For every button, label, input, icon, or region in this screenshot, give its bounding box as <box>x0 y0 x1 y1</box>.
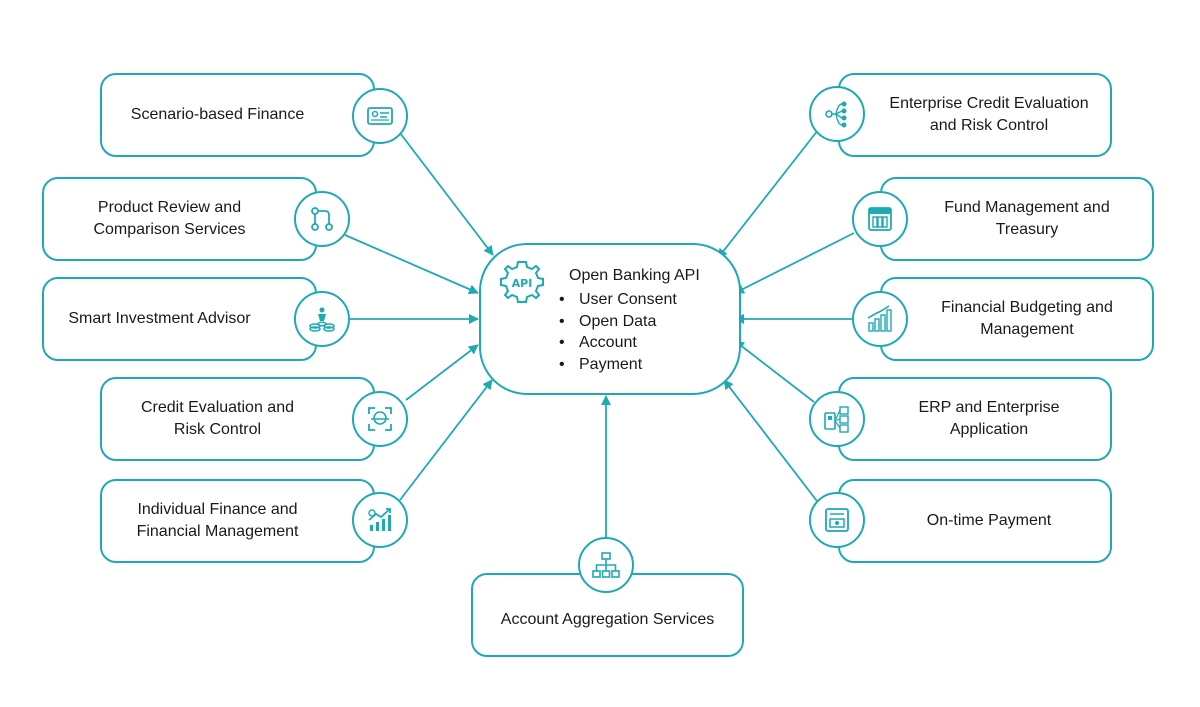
hierarchy-icon <box>578 537 634 593</box>
id-card-icon <box>352 88 408 144</box>
arrow-ontime-payment <box>723 379 821 506</box>
node-tree-icon <box>809 86 865 142</box>
node-label: Credit Evaluation and <box>141 399 294 416</box>
node-label: Account Aggregation Services <box>500 611 715 628</box>
node-label: Management <box>980 321 1074 338</box>
flow-nodes-icon <box>294 191 350 247</box>
node-scenario-finance: Scenario-based Finance <box>100 73 375 157</box>
node-label: Comparison Services <box>93 221 246 238</box>
node-label: On-time Payment <box>926 512 1052 529</box>
node-label: Smart Investment Advisor <box>68 310 251 327</box>
node-label: Individual Finance and <box>137 501 298 518</box>
node-enterprise-credit: Enterprise Credit Evaluation and Risk Con… <box>838 73 1112 157</box>
node-label: Fund Management and <box>944 199 1110 216</box>
node-ontime-payment: On-time Payment <box>838 479 1112 563</box>
growth-chart-icon <box>352 492 408 548</box>
center-item: Account <box>559 332 677 354</box>
svg-text:API: API <box>512 277 533 290</box>
center-title: Open Banking API <box>569 267 700 284</box>
bar-chart-icon <box>852 291 908 347</box>
coins-person-icon <box>294 291 350 347</box>
node-label: Scenario-based Finance <box>130 106 305 123</box>
node-smart-investment: Smart Investment Advisor <box>42 277 317 361</box>
center-item: Open Data <box>559 311 677 333</box>
center-item: User Consent <box>559 289 677 311</box>
node-label: Application <box>949 421 1029 438</box>
open-banking-api-node: API Open Banking API User Consent Open D… <box>479 243 741 395</box>
arrow-scenario-finance <box>399 132 494 256</box>
arrow-enterprise-credit <box>717 129 819 259</box>
arrow-fund-management <box>734 232 855 294</box>
arrow-product-review <box>344 234 479 294</box>
payment-icon <box>809 492 865 548</box>
center-item: Payment <box>559 354 677 376</box>
node-label: ERP and Enterprise <box>918 399 1060 416</box>
center-item-list: User Consent Open Data Account Payment <box>559 289 677 375</box>
node-label: Financial Management <box>136 523 299 540</box>
api-gear-icon: API <box>500 261 544 303</box>
arrow-credit-evaluation <box>405 344 479 401</box>
node-label: Product Review and <box>97 199 242 216</box>
node-label: Risk Control <box>173 421 262 438</box>
vault-icon <box>852 191 908 247</box>
node-label: Treasury <box>995 221 1059 238</box>
node-label: Enterprise Credit Evaluation <box>889 95 1089 112</box>
face-scan-icon <box>352 391 408 447</box>
arrow-erp <box>734 340 815 403</box>
erp-network-icon <box>809 391 865 447</box>
node-label: and Risk Control <box>929 117 1049 134</box>
node-label: Financial Budgeting and <box>941 299 1113 316</box>
arrow-individual-finance <box>399 379 493 501</box>
